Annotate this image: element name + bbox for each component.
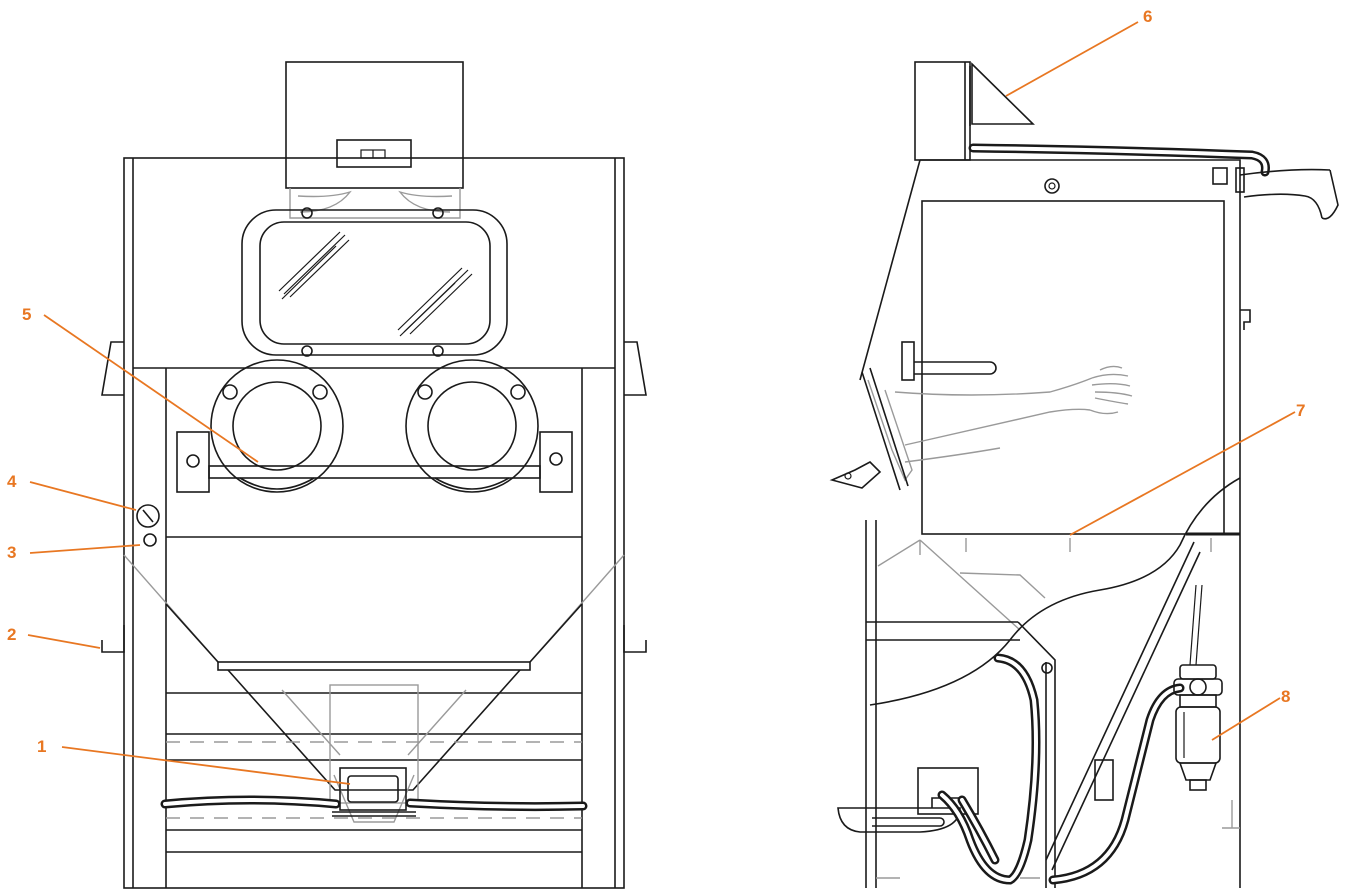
callout-7: 7	[1296, 401, 1305, 420]
viewing-window	[241, 209, 508, 356]
callout-8: 8	[1281, 687, 1290, 706]
media-valve	[339, 767, 407, 811]
callout-7-leader	[1069, 411, 1296, 536]
callout-4-leader	[29, 481, 137, 511]
callout-8-leader	[1211, 697, 1281, 741]
cutaway-line	[869, 477, 1241, 706]
cabinet-body	[920, 159, 1241, 888]
callout-2-leader	[27, 634, 101, 649]
callout-3: 3	[7, 543, 16, 562]
callout-3-leader	[29, 544, 141, 554]
arm-rest-bar	[208, 465, 541, 479]
blast-gun	[829, 461, 882, 489]
callout-1-leader	[61, 746, 351, 785]
callout-5: 5	[22, 305, 31, 324]
dust-hood	[971, 62, 1035, 125]
side-door	[921, 200, 1225, 535]
callout-6-leader	[1005, 21, 1139, 97]
callout-2: 2	[7, 625, 16, 644]
arm-rest-bracket-left	[176, 431, 210, 493]
callout-6: 6	[1143, 7, 1152, 26]
arm-rest-bracket-right	[539, 431, 573, 493]
callout-1: 1	[37, 737, 46, 756]
pressure-gauge	[136, 504, 160, 528]
side-view	[829, 61, 1339, 888]
side-hose-front	[1048, 683, 1185, 885]
callouts: 1 2 3 4 5 6 7 8	[7, 7, 1305, 785]
exhaust-stack	[914, 61, 971, 161]
glove-outline	[867, 365, 1133, 567]
front-frame	[123, 157, 625, 889]
grate	[217, 661, 531, 671]
callout-5-leader	[43, 314, 259, 463]
front-view	[101, 61, 647, 889]
chute-box	[917, 767, 979, 815]
glove-port-right	[405, 359, 539, 493]
light-housing	[285, 61, 464, 189]
callout-4: 4	[7, 472, 17, 491]
regulator-knob	[143, 533, 157, 547]
glove-port-left	[210, 359, 344, 493]
